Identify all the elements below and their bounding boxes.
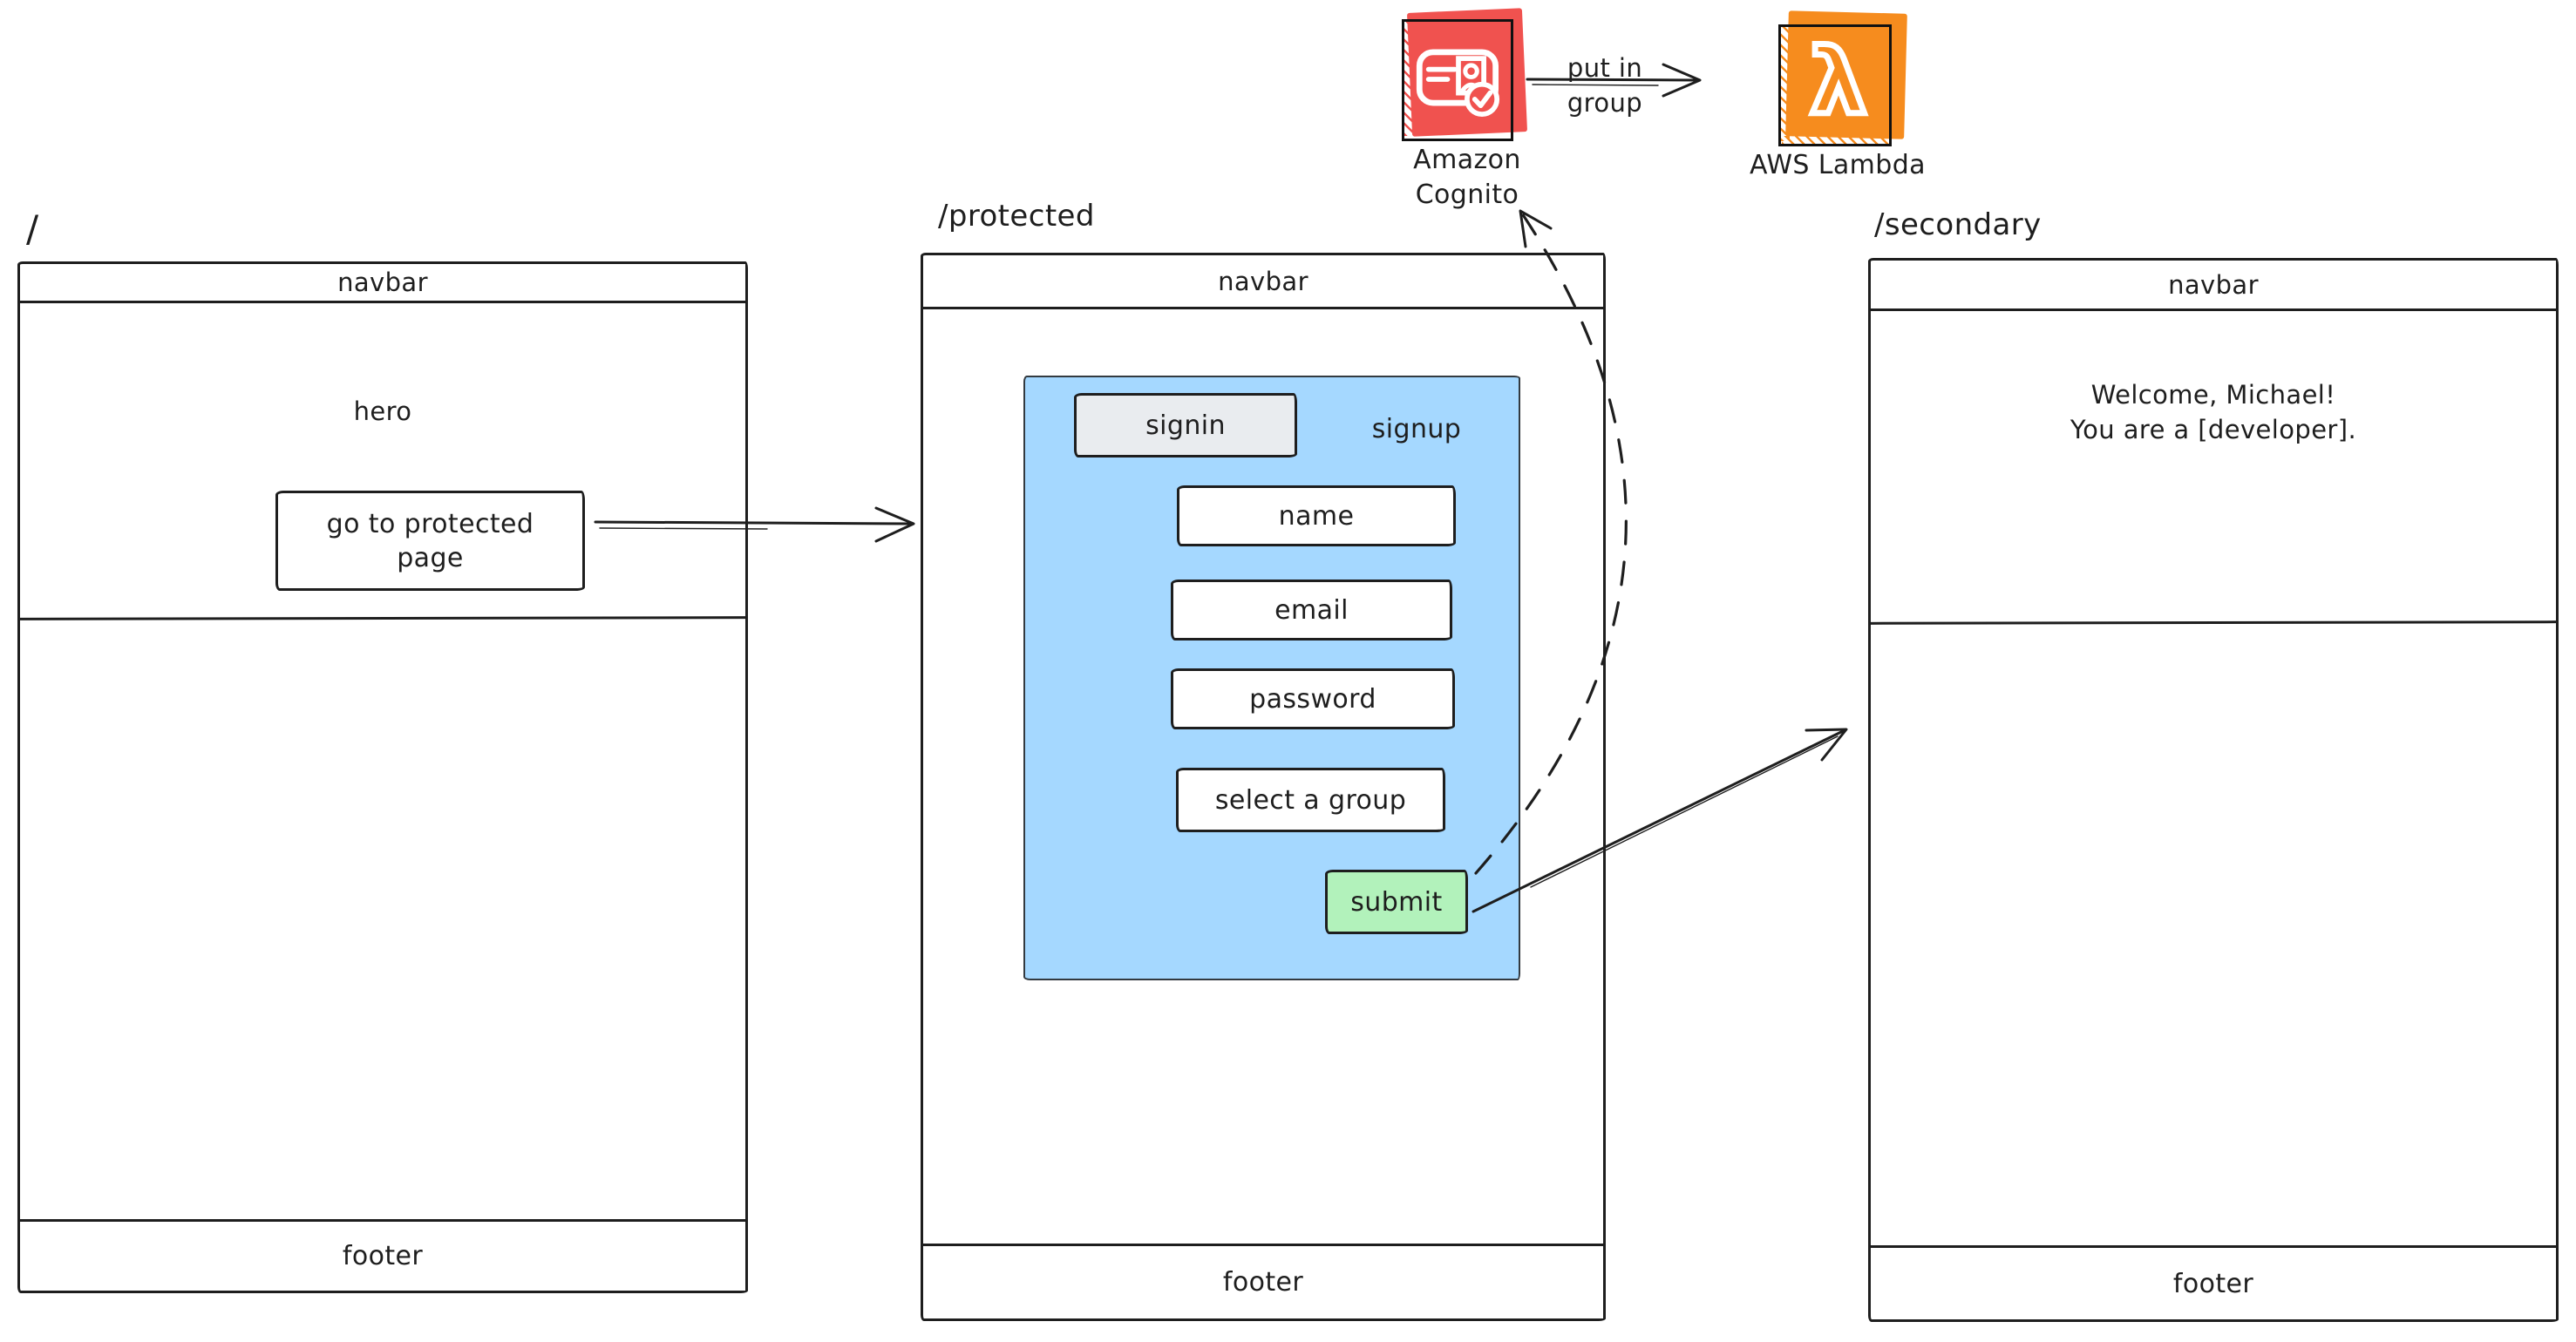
footer-home-label: footer — [342, 1241, 424, 1271]
put-in-group-line1: put in — [1567, 53, 1643, 83]
secondary-section-divider — [1870, 620, 2557, 625]
submit-button-label: submit — [1350, 886, 1443, 918]
navbar-secondary-label: navbar — [2168, 269, 2259, 300]
footer-home: footer — [20, 1219, 745, 1291]
navbar-home: navbar — [20, 264, 745, 303]
hero-label: hero — [353, 396, 412, 426]
arrow-submit-to-secondary-head — [1805, 728, 1848, 762]
auth-form-panel: signin signup name email password select… — [1023, 376, 1520, 980]
signin-tab[interactable]: signin — [1074, 393, 1297, 458]
email-field[interactable]: email — [1171, 580, 1452, 640]
select-group-field-label: select a group — [1214, 784, 1407, 816]
footer-protected-label: footer — [1222, 1267, 1304, 1298]
navbar-protected: navbar — [923, 255, 1603, 309]
navbar-home-label: navbar — [337, 268, 428, 297]
cognito-label-line1: Amazon — [1413, 145, 1521, 175]
arrow-home-to-protected-head — [874, 506, 915, 543]
put-in-group-line2: group — [1567, 88, 1643, 118]
amazon-cognito-icon — [1402, 8, 1528, 141]
route-label-protected: /protected — [938, 199, 1095, 234]
go-to-protected-button-label: go to protected page — [326, 508, 534, 573]
route-label-secondary: /secondary — [1874, 207, 2042, 242]
navbar-secondary: navbar — [1871, 261, 2556, 311]
submit-button[interactable]: submit — [1325, 870, 1468, 934]
footer-protected: footer — [923, 1244, 1603, 1318]
signup-tab[interactable]: signup — [1371, 414, 1462, 444]
welcome-message-line2: You are a [developer]. — [2070, 415, 2357, 444]
go-to-protected-button[interactable]: go to protected page — [275, 491, 585, 591]
footer-secondary-label: footer — [2172, 1268, 2254, 1299]
name-field-label: name — [1278, 500, 1355, 532]
signin-tab-label: signin — [1145, 410, 1226, 441]
route-label-home: / — [26, 207, 39, 250]
email-field-label: email — [1274, 594, 1349, 626]
welcome-message: Welcome, Michael! You are a [developer]. — [1871, 377, 2556, 447]
lambda-glyph: λ — [1806, 26, 1870, 139]
aws-lambda-icon: λ — [1778, 10, 1907, 146]
lambda-label: AWS Lambda — [1750, 150, 1926, 180]
select-group-field[interactable]: select a group — [1176, 768, 1445, 832]
name-field[interactable]: name — [1177, 485, 1456, 546]
cognito-label: Amazon Cognito — [1384, 143, 1550, 213]
password-field-label: password — [1249, 683, 1376, 715]
footer-secondary: footer — [1871, 1245, 2556, 1319]
cognito-label-line2: Cognito — [1415, 180, 1519, 210]
dashed-arrow-head — [1519, 209, 1553, 248]
page-frame-protected: navbar signin signup name email password… — [921, 253, 1606, 1321]
page-frame-secondary: navbar Welcome, Michael! You are a [deve… — [1868, 258, 2559, 1322]
hero-bottom-divider — [19, 616, 746, 620]
page-frame-home: navbar hero go to protected page footer — [17, 261, 748, 1293]
arrow-cognito-to-lambda-head — [1662, 63, 1702, 98]
password-field[interactable]: password — [1171, 668, 1455, 729]
put-in-group-label: put in group — [1551, 51, 1659, 120]
welcome-message-line1: Welcome, Michael! — [2090, 380, 2336, 410]
navbar-protected-label: navbar — [1218, 266, 1308, 296]
